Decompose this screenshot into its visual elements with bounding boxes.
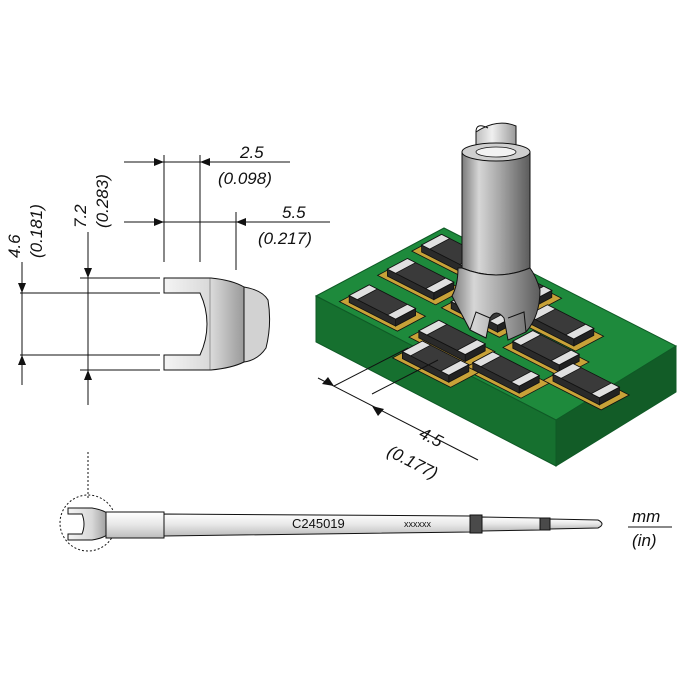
chip-terminal <box>550 349 581 366</box>
chip-terminal <box>590 382 621 399</box>
chip-terminal <box>424 277 455 294</box>
tip-fork-body <box>163 277 245 371</box>
chip-terminal <box>439 360 470 376</box>
chip-terminal <box>386 258 417 274</box>
tip-back-end <box>243 286 271 363</box>
cartridge-fork <box>67 507 109 541</box>
chip-terminal <box>401 340 432 357</box>
outer-height-mm: 7.2 <box>71 204 90 228</box>
unit-secondary: (in) <box>632 531 657 550</box>
pitch-mm: 4.5 <box>416 424 446 452</box>
chip-terminal <box>420 233 451 250</box>
tip-side-view <box>163 277 271 371</box>
inner-height-mm: 4.6 <box>5 234 24 258</box>
dimension-inner-height: 4.6 (0.181) <box>5 204 160 385</box>
chip-terminal <box>552 363 582 379</box>
chip-terminal <box>386 303 417 320</box>
chip-terminal <box>348 284 379 301</box>
chip-terminal <box>564 323 595 340</box>
dimension-gap-width: 2.5 (0.098) <box>124 143 290 262</box>
chip-terminal <box>456 339 487 355</box>
inner-height-in: (0.181) <box>27 204 46 258</box>
tip-length-in: (0.217) <box>258 229 312 248</box>
units-legend: mm (in) <box>628 507 672 550</box>
gap-width-mm: 2.5 <box>239 143 264 162</box>
chip-terminal <box>417 319 448 336</box>
unit-primary: mm <box>632 507 660 526</box>
tip-length-mm: 5.5 <box>282 203 306 222</box>
chip-terminal <box>471 351 502 368</box>
outer-height-in: (0.283) <box>93 174 112 228</box>
dimension-outer-height: 7.2 (0.283) <box>71 174 160 405</box>
cartridge-side-view: C245019 xxxxxx <box>59 452 603 552</box>
pcb-side-right <box>555 345 677 467</box>
soldering-tip-3d <box>451 122 541 341</box>
chip-terminal <box>511 330 542 346</box>
gap-width-in: (0.098) <box>218 169 272 188</box>
chip-terminal <box>510 370 541 387</box>
part-number: C245019 <box>292 516 345 531</box>
dimension-tip-length: 5.5 (0.217) <box>124 203 330 270</box>
cartridge-code: xxxxxx <box>404 519 432 529</box>
